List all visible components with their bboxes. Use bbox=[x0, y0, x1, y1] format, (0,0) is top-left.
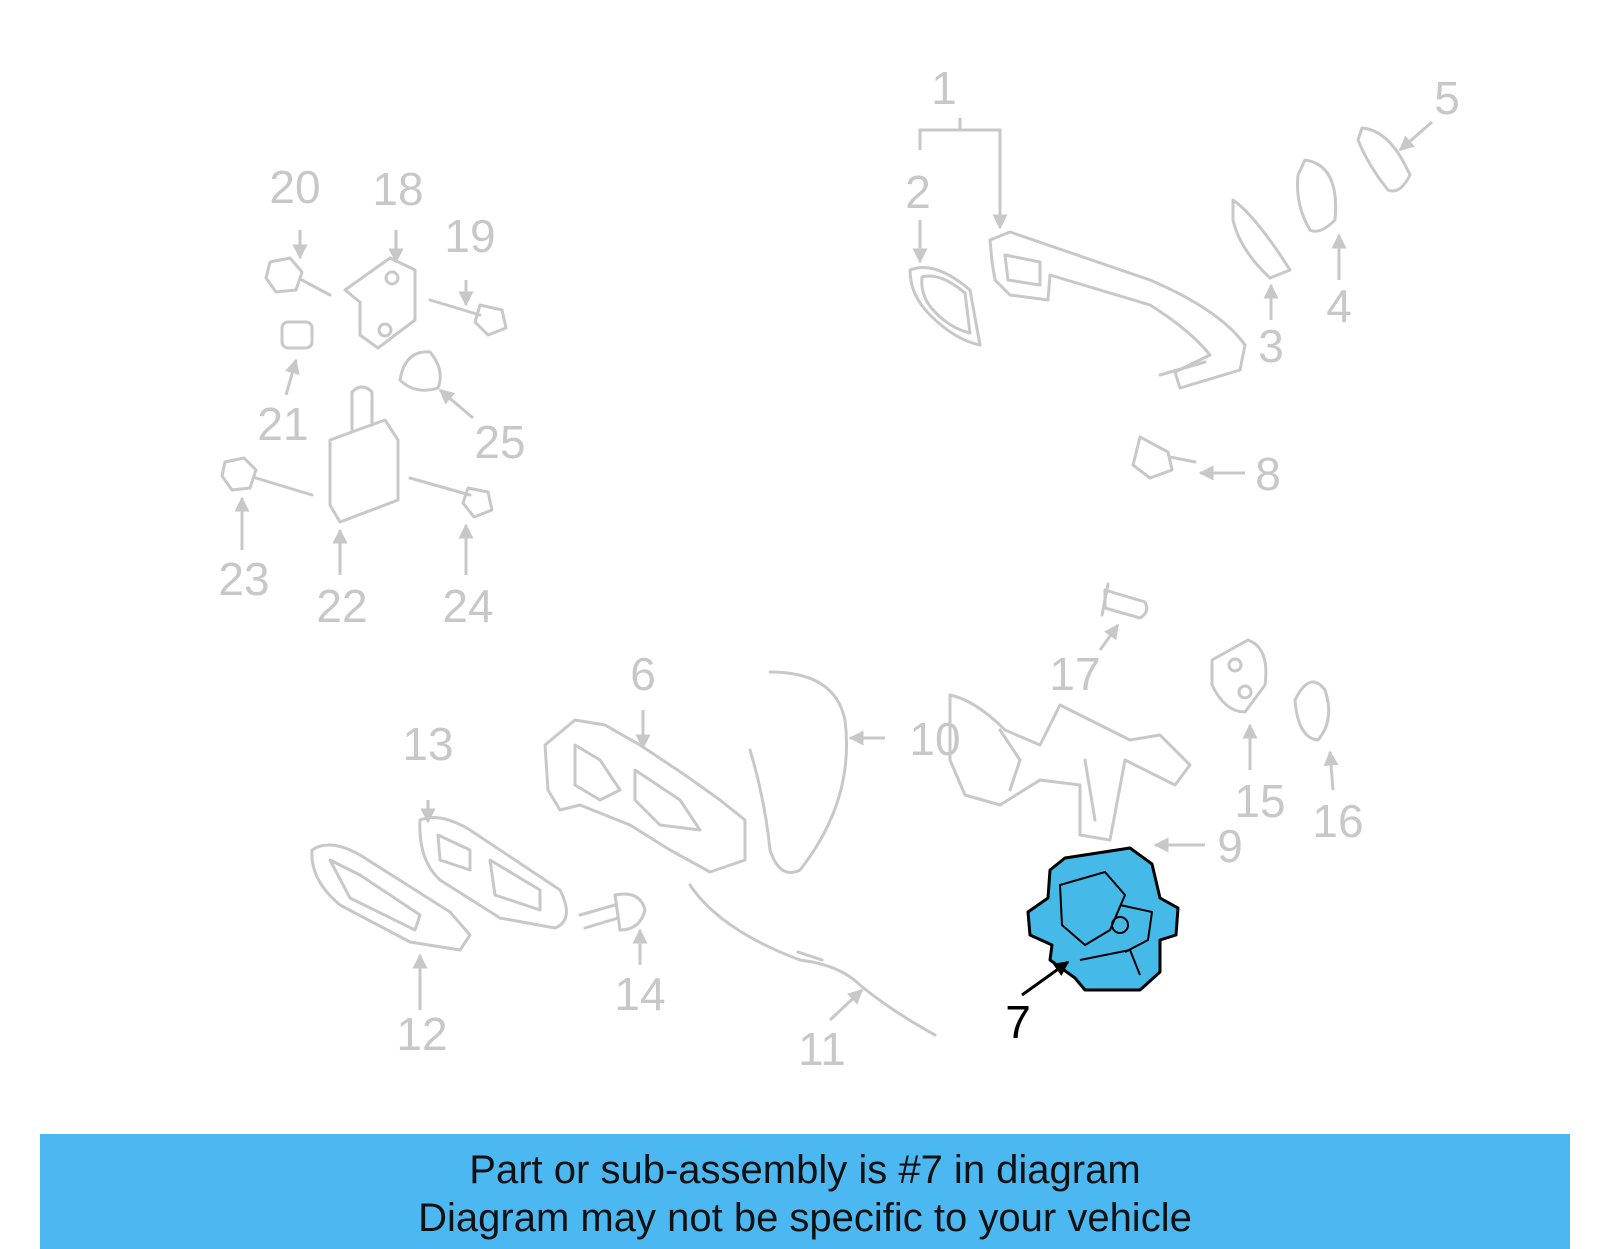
callout-21: 21 bbox=[257, 398, 308, 450]
part-outside-handle bbox=[988, 230, 1247, 390]
part-bolt-24 bbox=[408, 476, 494, 519]
callout-1: 1 bbox=[931, 62, 957, 114]
part-plate-15 bbox=[1210, 638, 1268, 714]
part-bracket-18 bbox=[343, 256, 417, 350]
part-door-lock-actuator[interactable] bbox=[1026, 846, 1180, 992]
part-cap-25 bbox=[398, 350, 442, 392]
callout-22: 22 bbox=[316, 580, 367, 632]
callout-20: 20 bbox=[269, 161, 320, 213]
part-inner-handle-12 bbox=[310, 843, 472, 952]
part-plate-16 bbox=[1293, 680, 1331, 742]
callout-4: 4 bbox=[1326, 280, 1352, 332]
part-handle-frame-6 bbox=[543, 718, 747, 874]
part-plug-21 bbox=[280, 320, 314, 350]
callout-3: 3 bbox=[1258, 320, 1284, 372]
part-bolt-23 bbox=[220, 456, 314, 497]
part-bolt-20 bbox=[264, 256, 332, 297]
callout-11: 11 bbox=[798, 1023, 846, 1075]
part-bracket-9 bbox=[948, 693, 1192, 842]
callout-19: 19 bbox=[444, 210, 495, 262]
callout-10: 10 bbox=[909, 713, 960, 765]
callout-labels: 1 2 3 4 5 6 7 8 9 10 11 12 13 14 15 16 1… bbox=[218, 62, 1459, 1075]
callout-13: 13 bbox=[402, 718, 453, 770]
part-bolt-8 bbox=[1131, 435, 1197, 480]
callout-5: 5 bbox=[1434, 72, 1460, 124]
part-end-cover bbox=[1356, 126, 1412, 193]
callout-25: 25 bbox=[474, 416, 525, 468]
callout-9: 9 bbox=[1217, 820, 1243, 872]
part-clip-17 bbox=[1100, 582, 1149, 620]
part-striker-22 bbox=[328, 385, 400, 524]
part-bolt-19 bbox=[428, 298, 508, 337]
banner-line-disclaimer: Diagram may not be specific to your vehi… bbox=[418, 1196, 1192, 1240]
callout-15: 15 bbox=[1234, 775, 1285, 827]
part-cable-10 bbox=[748, 670, 849, 874]
callout-24: 24 bbox=[442, 580, 493, 632]
part-trim-cover bbox=[1231, 198, 1292, 280]
part-handle-gasket bbox=[908, 266, 982, 347]
callout-17: 17 bbox=[1049, 648, 1100, 700]
callout-6: 6 bbox=[630, 648, 656, 700]
callout-2: 2 bbox=[905, 166, 931, 218]
callout-12: 12 bbox=[396, 1008, 447, 1060]
banner-line-part-number: Part or sub-assembly is #7 in diagram bbox=[469, 1148, 1141, 1192]
callout-8: 8 bbox=[1255, 448, 1281, 500]
callout-23: 23 bbox=[218, 553, 269, 605]
part-keyhole-cap bbox=[1296, 158, 1338, 233]
part-screw-14 bbox=[578, 892, 647, 932]
callout-7: 7 bbox=[1005, 996, 1031, 1048]
callout-16: 16 bbox=[1312, 795, 1363, 847]
info-banner: Part or sub-assembly is #7 in diagram Di… bbox=[40, 1134, 1570, 1249]
leader-lines bbox=[234, 118, 1433, 1022]
part-bezel-13 bbox=[418, 816, 568, 930]
part-cable-11 bbox=[688, 883, 937, 1037]
callout-14: 14 bbox=[614, 968, 665, 1020]
callout-18: 18 bbox=[372, 163, 423, 215]
